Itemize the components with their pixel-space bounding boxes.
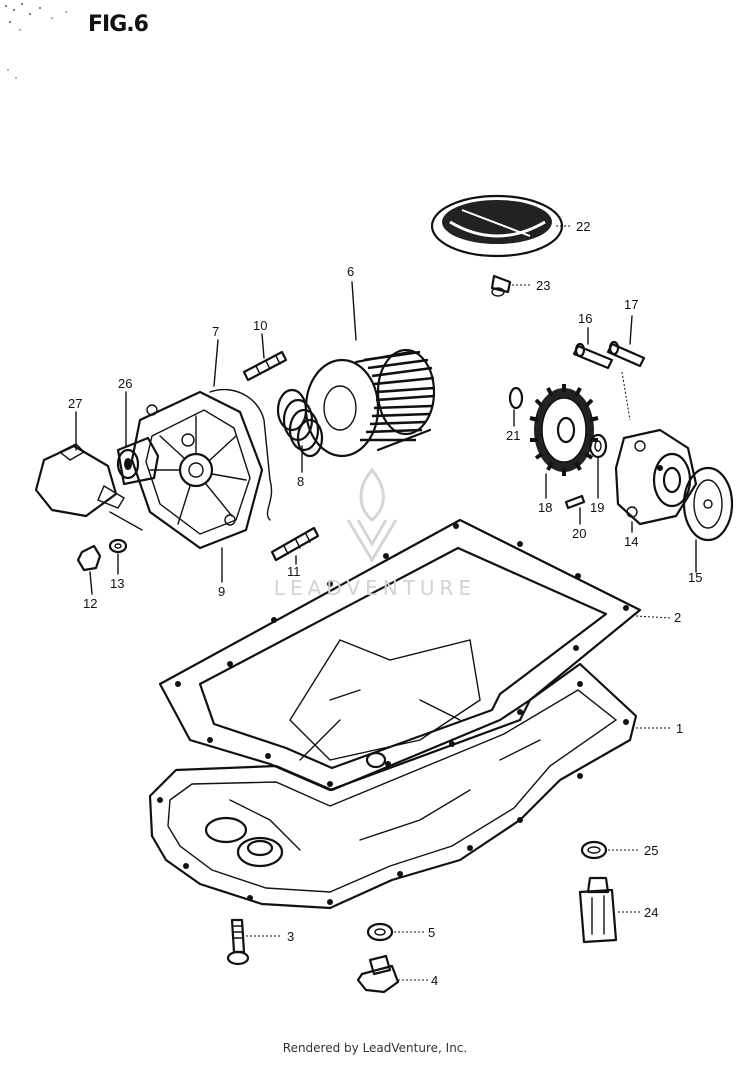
- part-12-nut[interactable]: [76, 544, 102, 572]
- callout-17[interactable]: 17: [624, 297, 638, 312]
- callout-1[interactable]: 1: [676, 721, 683, 736]
- callout-21[interactable]: 21: [506, 428, 520, 443]
- part-22-cover-plate[interactable]: [430, 194, 564, 258]
- callout-14[interactable]: 14: [624, 534, 638, 549]
- part-2-oil-pan-gasket[interactable]: [158, 518, 642, 792]
- callout-4[interactable]: 4: [431, 973, 438, 988]
- part-5-washer[interactable]: [366, 922, 394, 942]
- callout-24[interactable]: 24: [644, 905, 658, 920]
- part-23-bolt[interactable]: [490, 274, 512, 297]
- part-13-washer[interactable]: [108, 538, 128, 554]
- callout-10[interactable]: 10: [253, 318, 267, 333]
- callout-6[interactable]: 6: [347, 264, 354, 279]
- part-8-spring[interactable]: [276, 388, 324, 458]
- callout-27[interactable]: 27: [68, 396, 82, 411]
- part-7-gasket[interactable]: [209, 388, 273, 521]
- leadventure-flame-logo: [346, 467, 398, 563]
- part-16-bolt[interactable]: [572, 342, 614, 370]
- part-1-oil-pan[interactable]: [148, 639, 638, 910]
- callout-13[interactable]: 13: [110, 576, 124, 591]
- part-26-pressure-switch[interactable]: [116, 436, 160, 486]
- part-15-pump-gasket[interactable]: [682, 466, 734, 542]
- part-17-bolt[interactable]: [606, 340, 646, 368]
- part-21-retainer[interactable]: [508, 386, 524, 410]
- callout-8[interactable]: 8: [297, 474, 304, 489]
- part-24-plug[interactable]: [578, 876, 618, 944]
- callout-16[interactable]: 16: [578, 311, 592, 326]
- callout-12[interactable]: 12: [83, 596, 97, 611]
- callout-23[interactable]: 23: [536, 278, 550, 293]
- callout-18[interactable]: 18: [538, 500, 552, 515]
- part-11-stud-bolt[interactable]: [270, 526, 320, 562]
- part-25-washer[interactable]: [580, 840, 608, 860]
- callout-25[interactable]: 25: [644, 843, 658, 858]
- scan-noise: [5, 3, 67, 79]
- callout-26[interactable]: 26: [118, 376, 132, 391]
- callout-2[interactable]: 2: [674, 610, 681, 625]
- part-3-bolt[interactable]: [226, 918, 250, 966]
- part-10-stud-bolt[interactable]: [242, 350, 288, 382]
- callout-19[interactable]: 19: [590, 500, 604, 515]
- callout-22[interactable]: 22: [576, 219, 590, 234]
- callout-9[interactable]: 9: [218, 584, 225, 599]
- part-20-pin[interactable]: [564, 494, 586, 510]
- part-9-filter-cover[interactable]: [130, 390, 264, 550]
- footer-credit: Rendered by LeadVenture, Inc.: [282, 1041, 468, 1055]
- callout-15[interactable]: 15: [688, 570, 702, 585]
- callout-7[interactable]: 7: [212, 324, 219, 339]
- part-6-oil-filter[interactable]: [304, 336, 438, 458]
- figure-title: FIG.6: [88, 12, 149, 37]
- part-27-cap[interactable]: [34, 443, 125, 518]
- callout-11[interactable]: 11: [287, 564, 301, 579]
- part-4-drain-plug[interactable]: [356, 954, 400, 994]
- callouts: 1 2 3 4 5 6 7 8 9 10 11 12 13 14 15 16 1…: [68, 219, 702, 988]
- callout-20[interactable]: 20: [572, 526, 586, 541]
- part-18-pump-sprocket[interactable]: [529, 384, 599, 476]
- part-19-washer[interactable]: [588, 433, 608, 459]
- leader-lines: [75, 225, 697, 981]
- watermark-text: LEADVENTURE: [273, 576, 477, 600]
- callout-3[interactable]: 3: [287, 929, 294, 944]
- callout-5[interactable]: 5: [428, 925, 435, 940]
